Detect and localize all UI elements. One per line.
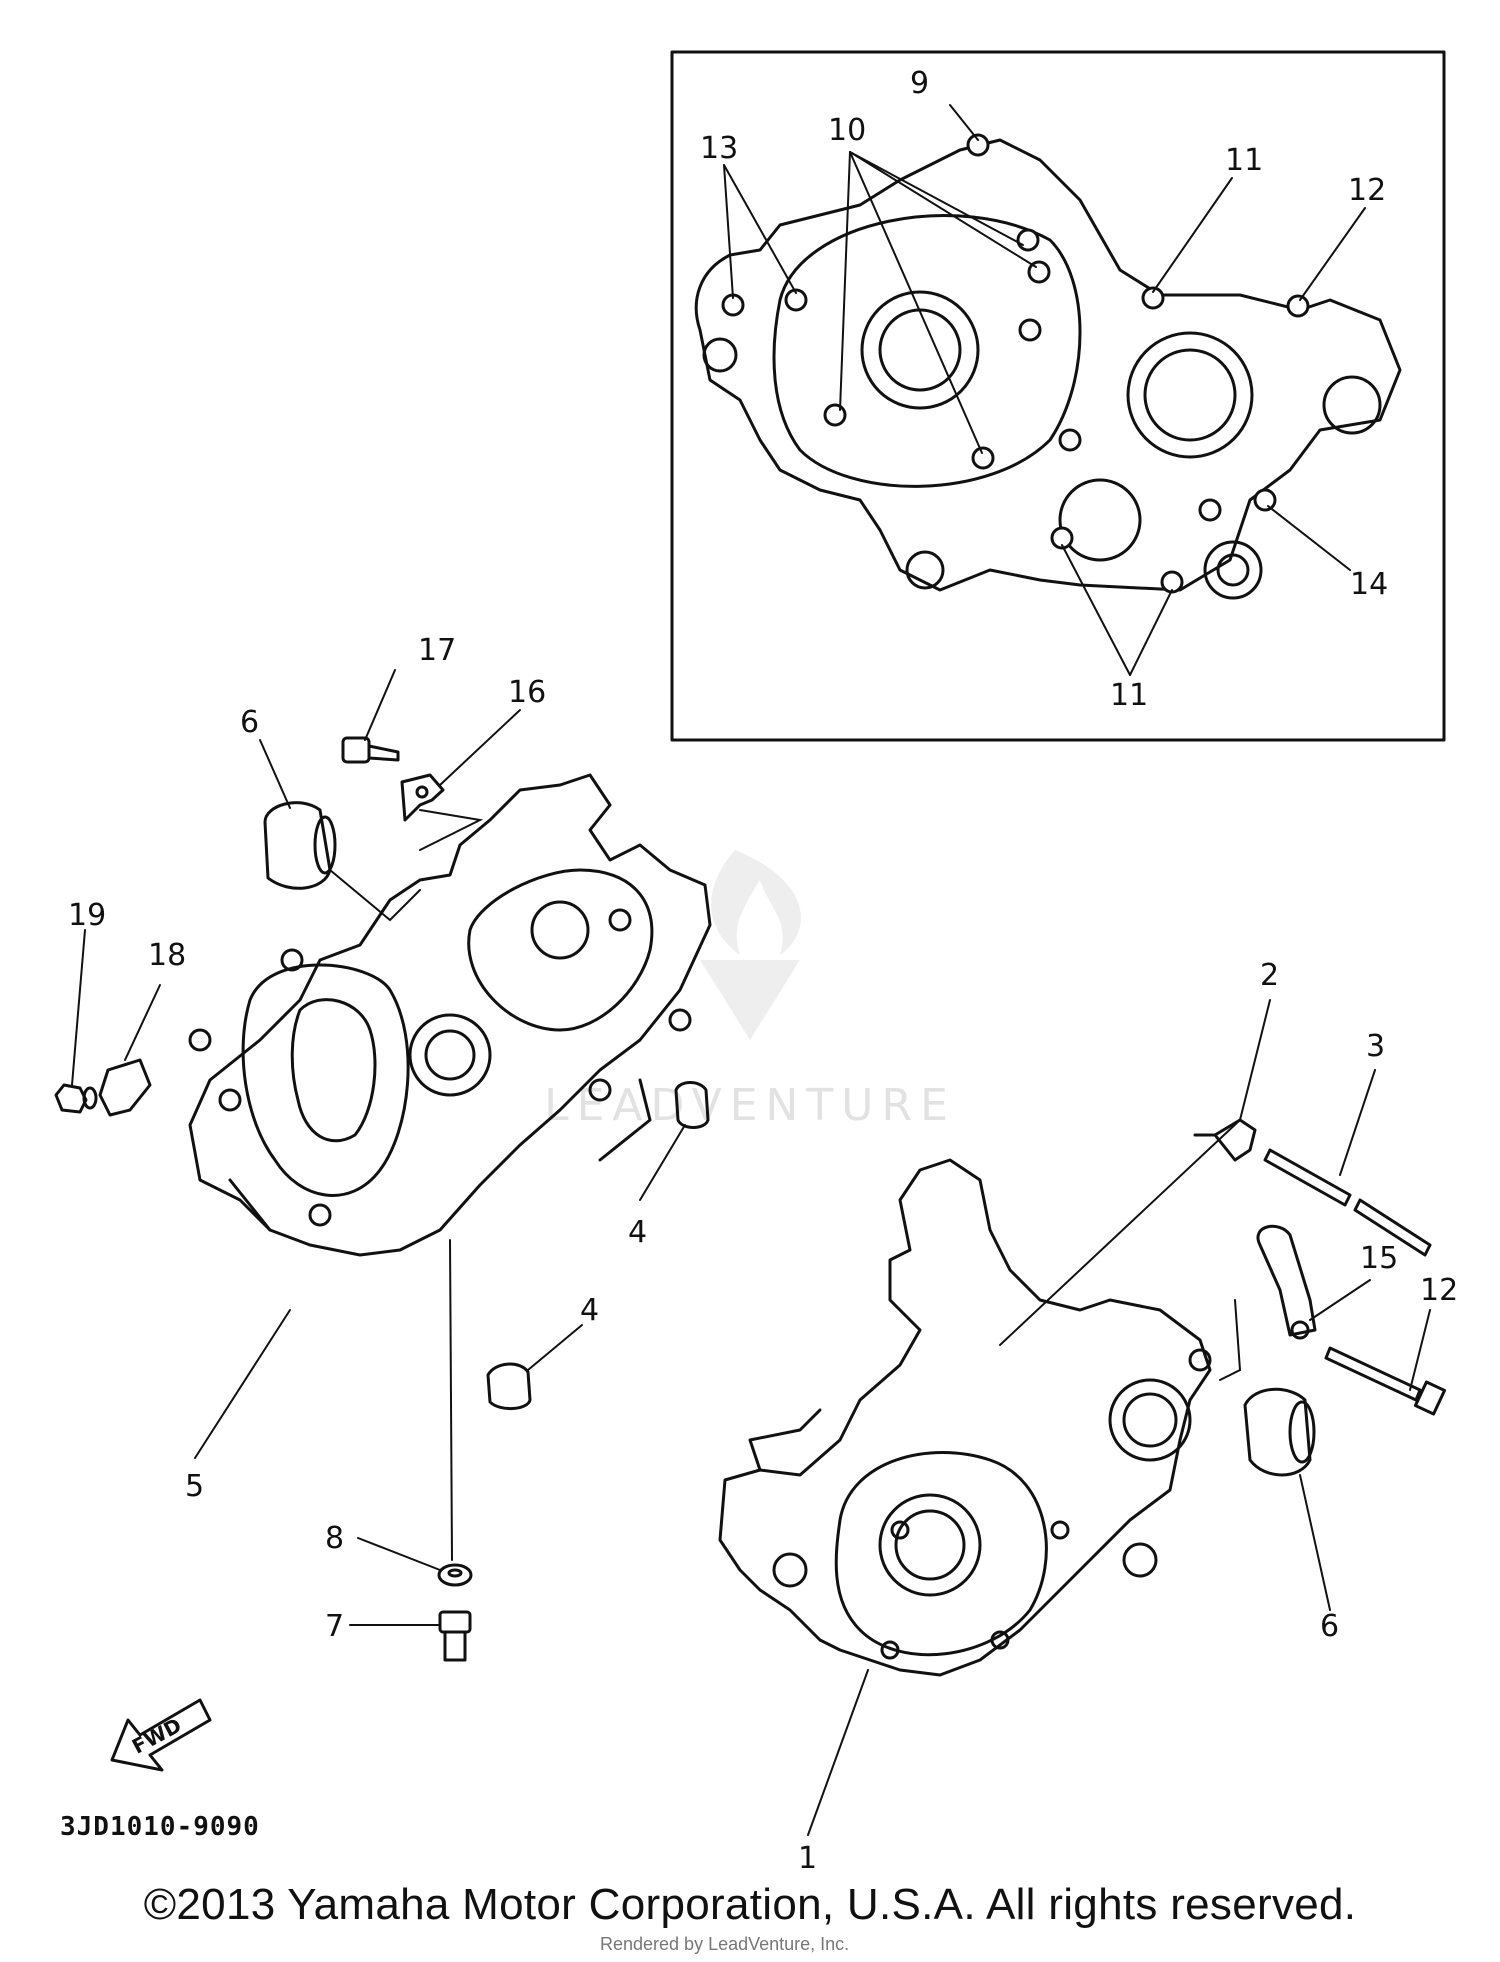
part-18-plate: [98, 1058, 152, 1117]
watermark-text: LEADVENTURE: [544, 1080, 956, 1131]
callout-7: 7: [325, 1609, 344, 1644]
callout-14: 14: [1350, 567, 1388, 602]
callout-3: 3: [1366, 1029, 1385, 1064]
callout-labels: 9 10 13 11 12 14 11 17 16 6 19 18 4 4 5 …: [68, 66, 1458, 1876]
callout-4-lower: 4: [580, 1293, 599, 1328]
callout-18: 18: [148, 938, 186, 973]
part-15-clamp: [1256, 1224, 1317, 1340]
callout-13: 13: [700, 131, 738, 166]
callout-16: 16: [508, 675, 546, 710]
callout-17: 17: [418, 633, 456, 668]
callout-11-bottom: 11: [1110, 678, 1148, 713]
fwd-direction-arrow: FWD: [110, 1698, 212, 1772]
part-19-nut: [54, 1083, 98, 1114]
part-17-bolt: [341, 736, 400, 764]
part-4-dowel-upper: [674, 1081, 710, 1129]
part-12-long-bolt: [1324, 1346, 1447, 1416]
callout-6-right: 6: [1320, 1609, 1339, 1644]
render-credit: Rendered by LeadVenture, Inc.: [600, 1934, 850, 1954]
part-16-bracket: [400, 773, 445, 822]
callout-9: 9: [910, 66, 929, 101]
inset-leader-lines: [723, 104, 1366, 676]
callout-11-top: 11: [1225, 143, 1263, 178]
callout-15: 15: [1360, 1241, 1398, 1276]
part-2-fitting: [1193, 1118, 1257, 1162]
callout-12-inset: 12: [1348, 173, 1386, 208]
callout-10: 10: [828, 113, 866, 148]
callout-6-left: 6: [240, 705, 259, 740]
callout-1: 1: [798, 1841, 817, 1876]
callout-19: 19: [68, 898, 106, 933]
part-6-right-dowel-bushing: [1243, 1387, 1316, 1477]
inset-crankcase-detail: [694, 133, 1402, 600]
part-7-drain-bolt: [438, 1610, 472, 1662]
callout-8: 8: [325, 1521, 344, 1556]
right-crankcase-half: [718, 1158, 1212, 1677]
callout-12-main: 12: [1420, 1273, 1458, 1308]
part-3-pipes: [1263, 1148, 1432, 1257]
callout-5: 5: [185, 1469, 204, 1504]
inset-detail-box: [670, 50, 1446, 742]
part-6-left-dowel-bushing: [263, 801, 337, 890]
leader-lines: [71, 669, 1431, 1836]
part-4-dowel-lower: [486, 1362, 532, 1410]
diagram-part-code: 3JD1010-9090: [60, 1812, 260, 1842]
part-8-washer: [437, 1563, 473, 1587]
leadventure-watermark: LEADVENTURE: [544, 850, 956, 1131]
callout-4-upper: 4: [628, 1215, 647, 1250]
copyright-footer: ©2013 Yamaha Motor Corporation, U.S.A. A…: [143, 1880, 1357, 1929]
left-crankcase-half: [188, 773, 712, 1257]
callout-2: 2: [1260, 958, 1279, 993]
